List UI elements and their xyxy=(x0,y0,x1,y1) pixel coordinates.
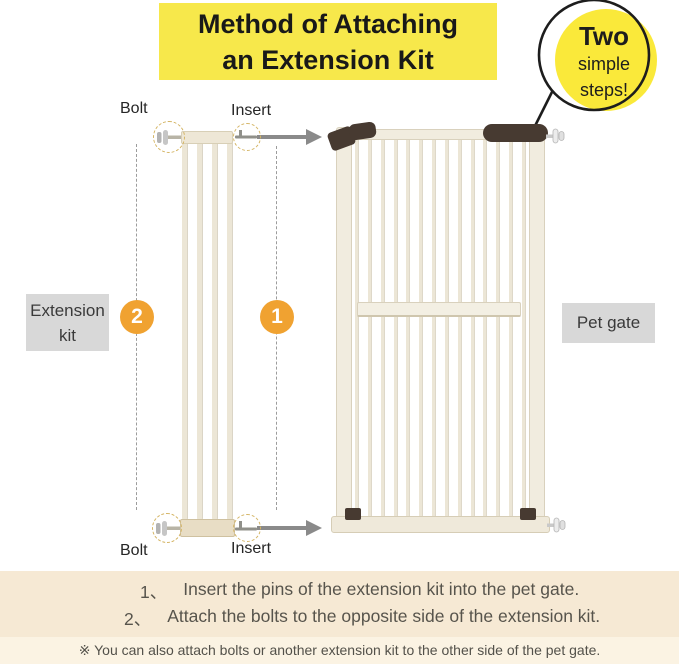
footnote: ※ You can also attach bolts or another e… xyxy=(78,642,601,658)
title-line-1: Method of Attaching xyxy=(198,8,458,39)
pet-gate-bar xyxy=(483,139,488,517)
extension-kit-top-bar xyxy=(181,131,233,144)
pet-gate-bar xyxy=(470,139,475,517)
insert-highlight-circle-bottom xyxy=(233,514,261,542)
extension-kit-label: Extension kit xyxy=(26,294,109,351)
bolt-highlight-circle-top xyxy=(153,121,185,153)
insert-label-bottom: Insert xyxy=(231,540,272,557)
pet-gate-foot-left xyxy=(345,508,361,520)
instruction-step-2: 2、 Attach the bolts to the opposite side… xyxy=(124,606,600,631)
extension-kit-bar xyxy=(227,142,233,520)
pet-gate-bar xyxy=(355,139,359,517)
pet-gate-bar xyxy=(393,139,398,517)
extension-kit-bars xyxy=(182,142,233,520)
instructions-band xyxy=(0,571,679,637)
pet-gate-bar xyxy=(521,139,526,517)
instruction-step-2-number: 2、 xyxy=(124,609,152,629)
arrow-right-icon-bottom xyxy=(257,520,322,536)
pet-gate-label: Pet gate xyxy=(562,303,655,343)
extension-kit-bar xyxy=(197,142,203,520)
pet-gate-bar xyxy=(444,139,449,517)
bolt-label-bottom: Bolt xyxy=(120,542,148,559)
badge-word-3: steps! xyxy=(580,80,628,100)
instruction-step-2-text: Attach the bolts to the opposite side of… xyxy=(167,606,601,626)
extension-kit-label-line1: Extension xyxy=(30,300,105,320)
insert-label-top: Insert xyxy=(231,102,272,119)
extension-kit-bottom-bar xyxy=(180,519,235,537)
pet-gate-right-post xyxy=(529,127,545,533)
pet-gate-bar xyxy=(496,139,501,517)
bolt-highlight-circle-bottom xyxy=(152,513,182,543)
badge-tail xyxy=(533,90,554,128)
pet-gate-bar xyxy=(509,139,514,517)
pet-gate-latch xyxy=(483,124,548,142)
arrow-right-icon-top xyxy=(257,129,322,145)
badge-word-2: simple xyxy=(578,54,630,74)
badge-circle xyxy=(555,9,657,111)
two-simple-steps-badge: Two simple steps! xyxy=(533,0,657,128)
extension-kit-bar xyxy=(212,142,218,520)
note-strip xyxy=(0,637,679,664)
pet-gate-bar xyxy=(457,139,462,517)
pet-gate-bars xyxy=(355,139,526,517)
pet-gate-bar xyxy=(406,139,411,517)
instruction-step-1-number: 1、 xyxy=(140,582,168,602)
knob-icon-bottom-right xyxy=(547,517,566,533)
instruction-step-1-text: Insert the pins of the extension kit int… xyxy=(183,579,580,599)
pet-gate-bar xyxy=(380,139,385,517)
step-marker-2: 2 xyxy=(120,300,154,334)
bolt-label-top: Bolt xyxy=(120,100,148,117)
pet-gate-left-post xyxy=(336,127,352,533)
instruction-step-1: 1、 Insert the pins of the extension kit … xyxy=(140,579,579,604)
pet-gate-bar xyxy=(432,139,437,517)
extension-kit-label-line2: kit xyxy=(59,325,76,345)
pet-gate-bar xyxy=(419,139,424,517)
pet-gate-middle-bar xyxy=(357,302,521,317)
title-line-2: an Extension Kit xyxy=(222,44,434,75)
pet-gate-bar xyxy=(367,139,372,517)
title-banner: Method of Attaching an Extension Kit xyxy=(159,3,497,80)
pet-gate-bottom-bar xyxy=(331,516,550,533)
badge-word-1: Two xyxy=(579,21,629,51)
insert-highlight-circle-top xyxy=(233,123,261,151)
step-marker-1: 1 xyxy=(260,300,294,334)
badge-outline-circle xyxy=(537,0,651,112)
pet-gate-foot-right xyxy=(520,508,536,520)
knob-icon-top-right xyxy=(546,128,565,144)
extension-kit-bar xyxy=(182,142,188,520)
